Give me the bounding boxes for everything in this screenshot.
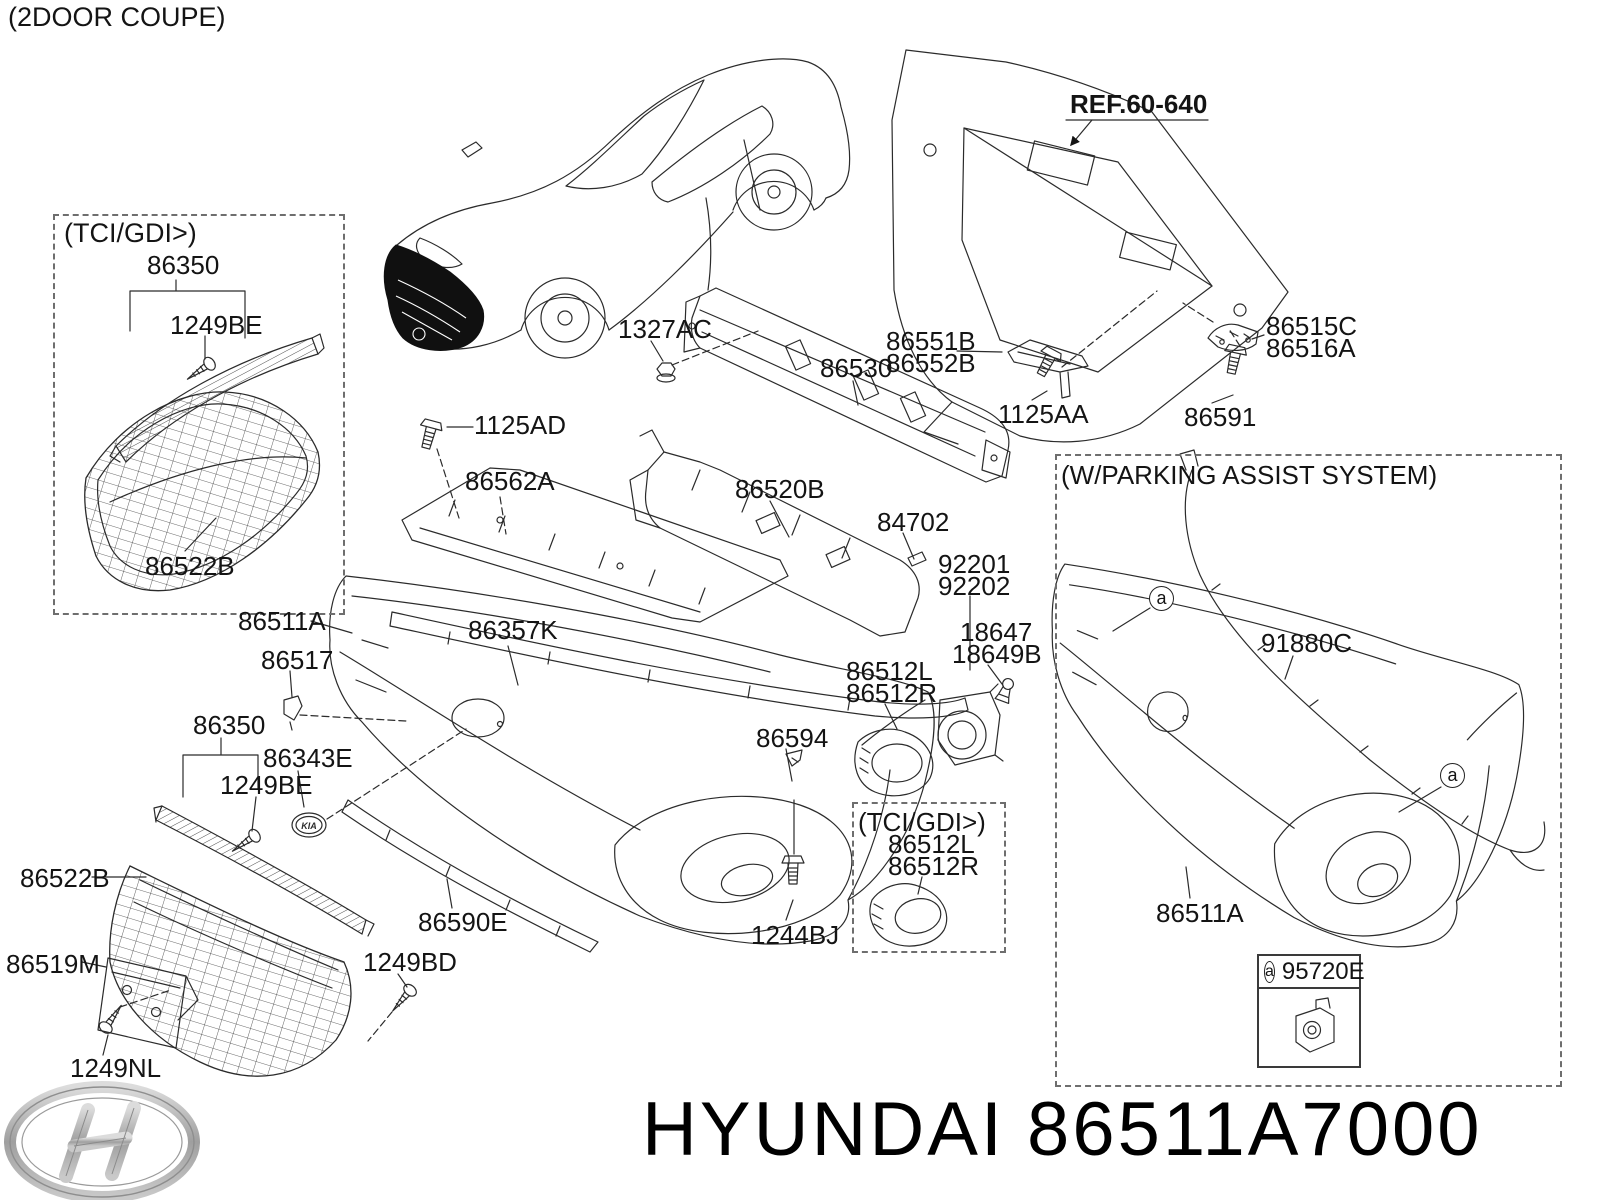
part-label-86551B: 86551B	[886, 326, 976, 356]
license-plate-bracket	[98, 958, 198, 1048]
part-label-95720E: 95720E	[1281, 957, 1365, 985]
part-label-18647: 18647	[960, 617, 1033, 647]
footer-part-line: HYUNDAI 86511A7000	[642, 1086, 1483, 1173]
part-label-86590E: 86590E	[418, 907, 508, 937]
energy-absorber	[630, 430, 919, 636]
bumper-upper-molding	[390, 612, 968, 718]
part-label-86350-lower: 86350	[193, 710, 266, 740]
front-bumper-fascia	[329, 575, 935, 945]
part-label-18649B: 18649B	[952, 639, 1042, 669]
part-label-1125AD: 1125AD	[474, 410, 567, 440]
part-label-86512L: 86512L	[846, 656, 933, 686]
index-marker-a-right: a	[1440, 763, 1465, 788]
tci-gdi-foglamp-box-label: (TCI/GDI>)	[858, 807, 986, 837]
part-label-ref-60-640: REF.60-640	[1070, 89, 1208, 119]
fastener-1327AC-nut	[656, 362, 676, 383]
parking-sensor	[1296, 998, 1334, 1052]
part-label-86512R: 86512R	[846, 678, 938, 708]
bumper-reinforcement	[684, 288, 1010, 482]
fog-lamp-assembly	[938, 684, 1003, 765]
part-label-86594: 86594	[756, 723, 829, 753]
part-label-86522B-lower: 86522B	[20, 863, 110, 893]
hyundai-logo	[10, 1087, 194, 1197]
parking-sensor-harness	[1180, 450, 1545, 870]
fog-lamp-bezel	[855, 729, 933, 795]
corner-note: (2DOOR COUPE)	[8, 2, 226, 32]
tci-gdi-grille-box-label: (TCI/GDI>)	[64, 218, 197, 248]
part-label-1125AA: 1125AA	[998, 399, 1089, 429]
part-label-86350-grille: 86350	[147, 250, 220, 280]
bulb-18647	[994, 675, 1018, 704]
fastener-1125AA-bolt	[1030, 344, 1065, 381]
part-label-86343E: 86343E	[263, 743, 353, 773]
fastener-1244BJ-bolt	[781, 855, 805, 885]
radiator-grille-lower	[85, 392, 320, 591]
part-label-1249BE-lower: 1249BE	[220, 770, 313, 800]
part-label-86511A: 86511A	[238, 606, 326, 636]
tci-gdi-grille-box	[53, 214, 345, 615]
part-label-86520B: 86520B	[735, 474, 825, 504]
radiator-grille-lower-2	[110, 866, 351, 1076]
clip-86594	[786, 750, 802, 766]
svg-text:KIA: KIA	[301, 821, 317, 831]
radiator-support-panel	[892, 50, 1288, 444]
part-label-86512L-tci: 86512L	[888, 829, 975, 859]
clip-86517	[284, 696, 302, 730]
leader-lines	[82, 120, 1441, 1055]
fastener-86591-bolt	[1219, 343, 1249, 377]
part-label-1249NL: 1249NL	[70, 1053, 162, 1083]
part-label-1249BD: 1249BD	[363, 947, 457, 977]
footer-part-number: 86511A7000	[1027, 1087, 1483, 1172]
sensor-callout-header: a 95720E	[1259, 956, 1365, 989]
tci-gdi-foglamp-box	[852, 802, 1006, 953]
footer-brand: HYUNDAI	[642, 1087, 1006, 1172]
part-label-86522B-grille: 86522B	[145, 551, 235, 581]
index-marker-a-left: a	[1149, 586, 1174, 611]
part-label-86562A: 86562A	[465, 466, 555, 496]
part-label-92201: 92201	[938, 549, 1011, 579]
kia-emblem: KIA	[292, 813, 326, 837]
fastener-1125AD-bolt	[414, 417, 445, 452]
part-label-86530: 86530	[820, 353, 893, 383]
part-label-86511A-parking: 86511A	[1156, 898, 1244, 928]
part-label-84702: 84702	[877, 507, 950, 537]
part-label-1249BE-grille: 1249BE	[170, 310, 263, 340]
clip-84702	[908, 552, 926, 566]
part-label-91880C: 91880C	[1261, 628, 1353, 658]
car-illustration	[384, 59, 849, 358]
bumper-lower-molding	[342, 800, 598, 952]
part-label-1327AC: 1327AC	[618, 314, 712, 344]
part-label-86517: 86517	[261, 645, 334, 675]
parking-assist-box-label: (W/PARKING ASSIST SYSTEM)	[1061, 460, 1438, 490]
fastener-1249BD-screw	[386, 981, 420, 1017]
radiator-grille-upper-2	[154, 806, 374, 936]
part-label-86519M: 86519M	[6, 949, 100, 979]
part-label-86357K: 86357K	[468, 615, 558, 645]
fog-lamp-cover-tci	[870, 884, 947, 946]
beam-side-bracket	[1008, 340, 1088, 398]
part-label-1244BJ: 1244BJ	[751, 920, 840, 950]
sensor-callout-box: a 95720E	[1257, 954, 1365, 1068]
part-label-86515C: 86515C	[1266, 311, 1358, 341]
grille-upper-cover	[402, 468, 788, 622]
index-marker-a-callout: a	[1264, 960, 1275, 983]
part-label-86552B: 86552B	[886, 348, 976, 378]
parking-assist-box	[1055, 454, 1562, 1087]
part-label-86516A: 86516A	[1266, 333, 1356, 363]
part-label-86591: 86591	[1184, 402, 1257, 432]
part-label-92202: 92202	[938, 571, 1011, 601]
part-label-86512R-tci: 86512R	[888, 851, 980, 881]
